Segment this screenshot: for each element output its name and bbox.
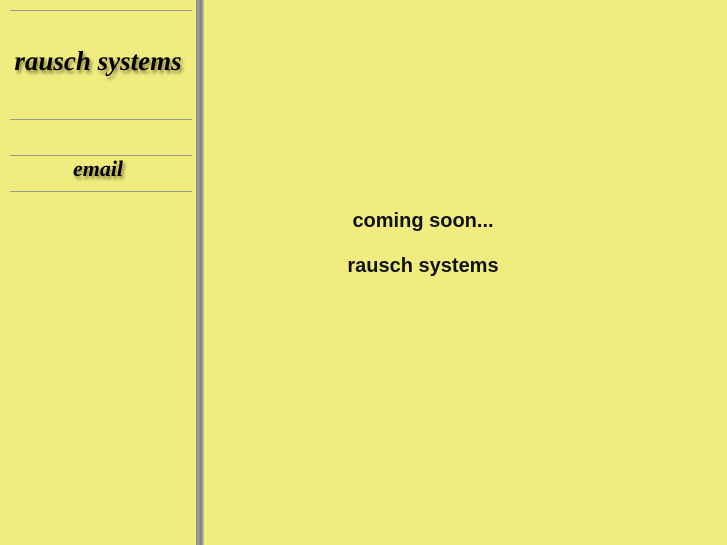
divider-rule (10, 155, 192, 156)
divider-rule (10, 10, 192, 11)
divider-rule (10, 191, 192, 192)
email-link[interactable]: email (72, 156, 124, 181)
coming-soon-heading: coming soon... (352, 210, 494, 232)
divider-rule (10, 119, 192, 120)
company-name: rausch systems (347, 255, 499, 277)
site-logo: rausch systems (14, 46, 182, 76)
vertical-divider-bar (196, 0, 204, 545)
main-content: coming soon... rausch systems (204, 0, 727, 545)
sidebar: rausch systems email (0, 0, 196, 545)
